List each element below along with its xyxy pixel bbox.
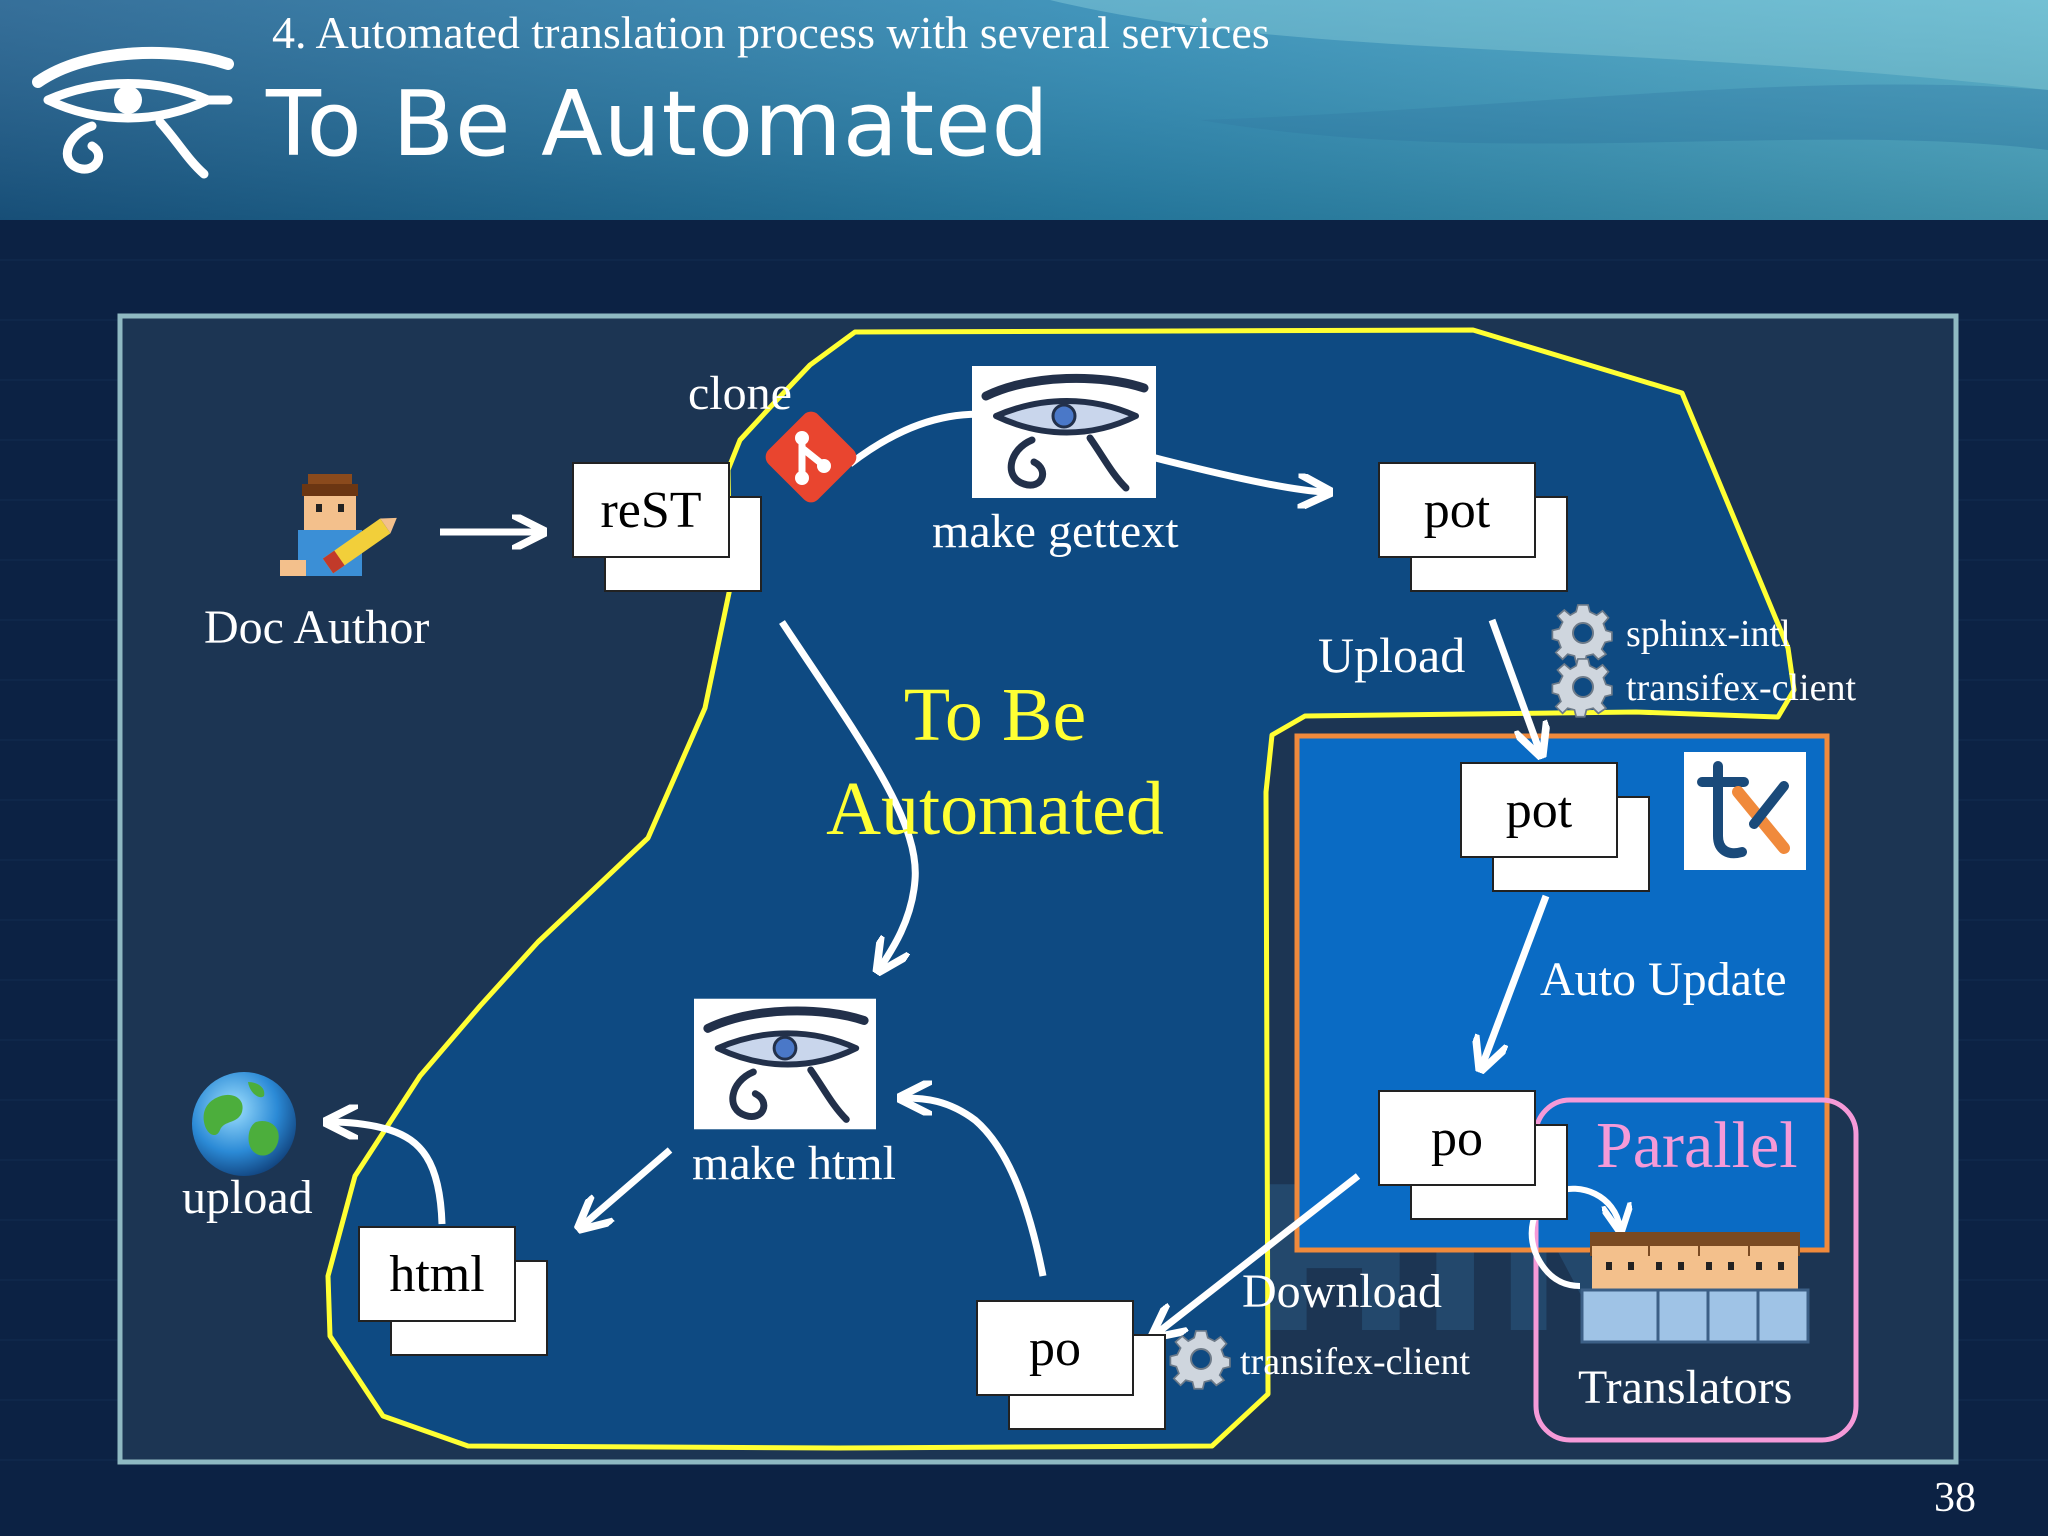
transifex-client-upload-label: transifex-client [1626,667,1857,709]
pot-transifex-document: pot [1460,762,1652,894]
arrow-upload [1488,618,1540,752]
arrow-download [1156,1173,1361,1334]
page-title: To Be Automated [266,72,1050,177]
gear-icon [1551,658,1613,718]
auto-update-label: Auto Update [1540,953,1787,1006]
arrow-po-to-make-html [904,1098,1047,1277]
gear-icon [1169,1330,1231,1390]
transifex-client-download-label: transifex-client [1240,1341,1471,1383]
gear-icon [1551,604,1613,664]
pot-transifex-label: pot [1505,781,1573,839]
arrow-auto-update [1482,894,1550,1066]
section-subtitle: 4. Automated translation process with se… [272,7,1270,58]
sphinx-intl-label: sphinx-intl [1626,613,1791,655]
eye-of-horus-logo-icon [32,46,234,179]
po-transifex-document: po [1378,1090,1570,1222]
pot-label: pot [1423,481,1491,539]
doc-author-label: Doc Author [204,601,430,654]
translators-label: Translators [1578,1361,1793,1414]
html-label: html [389,1245,485,1303]
html-document: html [358,1226,550,1358]
arrow-html-to-upload [330,1122,446,1225]
po-local-label: po [1029,1319,1081,1377]
upload-label: Upload [1318,627,1466,683]
automated-area [325,327,1797,1451]
upload-web-label: upload [182,1171,313,1224]
pot-document: pot [1378,462,1570,594]
parallel-box [1533,1097,1859,1443]
globe-icon [192,1072,296,1176]
translators-icon [1580,1232,1810,1344]
sphinx-eye-logo-icon [972,366,1156,498]
doc-author-icon [280,474,397,576]
make-gettext-label: make gettext [932,505,1179,558]
parallel-label: Parallel [1596,1109,1798,1182]
transifex-logo-icon [1684,752,1806,870]
clone-label: clone [688,367,792,420]
po-local-document: po [976,1300,1168,1432]
po-transifex-label: po [1431,1109,1483,1167]
git-logo-icon [765,411,857,503]
arrow-rest-to-make-html [779,620,919,968]
arrow-make-html-to-html [582,1147,673,1226]
make-html-label: make html [692,1137,896,1190]
download-label: Download [1242,1265,1442,1318]
sphinx-eye-logo-icon [694,998,876,1130]
page-number: 38 [1934,1475,1976,1521]
rest-label: reST [600,481,702,539]
rest-document: reST [572,462,764,594]
